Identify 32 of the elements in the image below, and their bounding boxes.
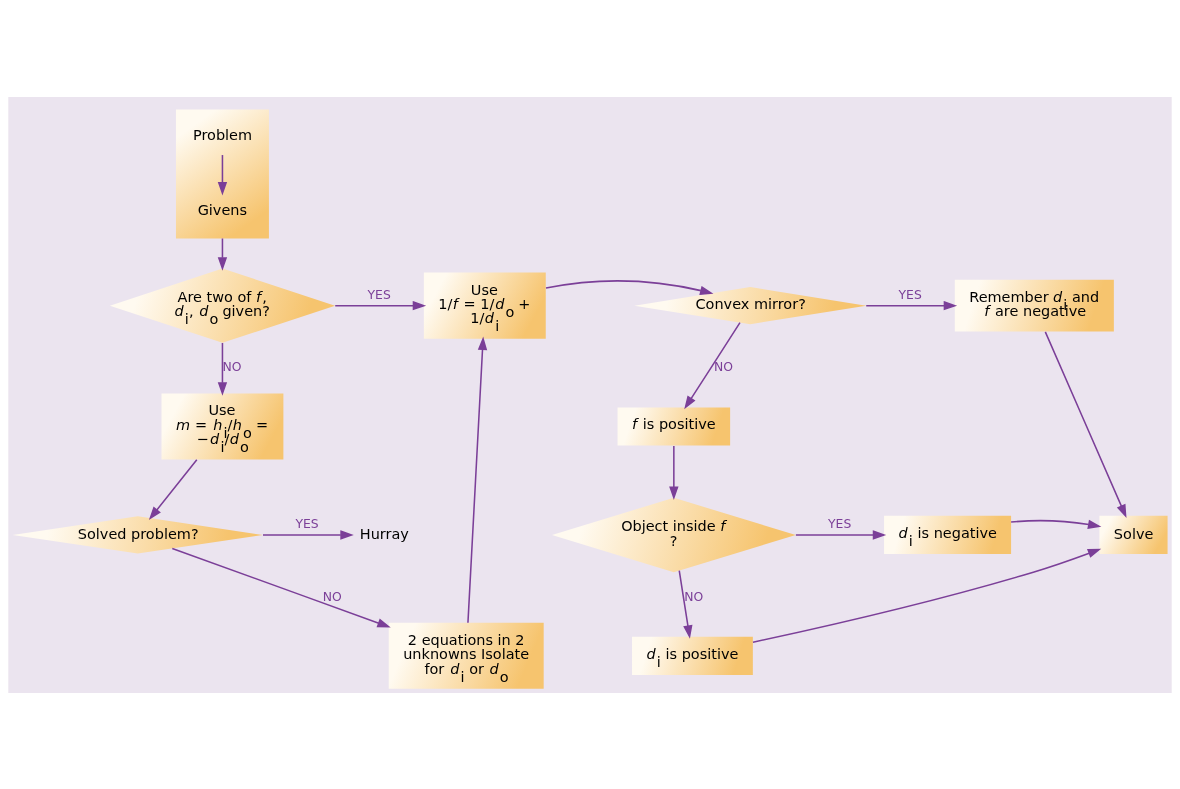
- arrow: [467, 335, 488, 623]
- arrow: [1010, 519, 1102, 529]
- arrow: [669, 444, 679, 500]
- arrow: [217, 153, 228, 195]
- node-text: Givens: [197, 201, 248, 218]
- arrow: [865, 300, 958, 310]
- arrow: [217, 341, 228, 396]
- cluster: [175, 108, 269, 238]
- arrow: [1044, 330, 1127, 518]
- edge-label: YES: [898, 286, 922, 302]
- arrow: [262, 529, 354, 540]
- node-box: f is positive: [617, 406, 731, 446]
- arrow: [795, 529, 887, 540]
- node-text: Problem: [193, 126, 253, 143]
- arrow: [148, 458, 198, 520]
- node-diamond: Object inside f ?: [551, 497, 796, 572]
- edge-label: YES: [367, 286, 391, 302]
- node-text: Hurray: [359, 525, 409, 542]
- arrow: [217, 237, 228, 271]
- edge-label: NO: [714, 358, 734, 374]
- edge-label: YES: [828, 515, 852, 531]
- arrow: [684, 321, 741, 409]
- edge-label: NO: [684, 588, 704, 604]
- arrow: [334, 300, 427, 310]
- edge-label: NO: [222, 358, 242, 374]
- edge-label: YES: [295, 515, 319, 531]
- arrow: [545, 279, 714, 295]
- node-box: Solve: [1099, 515, 1168, 554]
- arrow: [171, 547, 391, 627]
- edge-label: NO: [322, 588, 342, 604]
- arrow: [678, 569, 693, 639]
- arrow: [752, 548, 1102, 643]
